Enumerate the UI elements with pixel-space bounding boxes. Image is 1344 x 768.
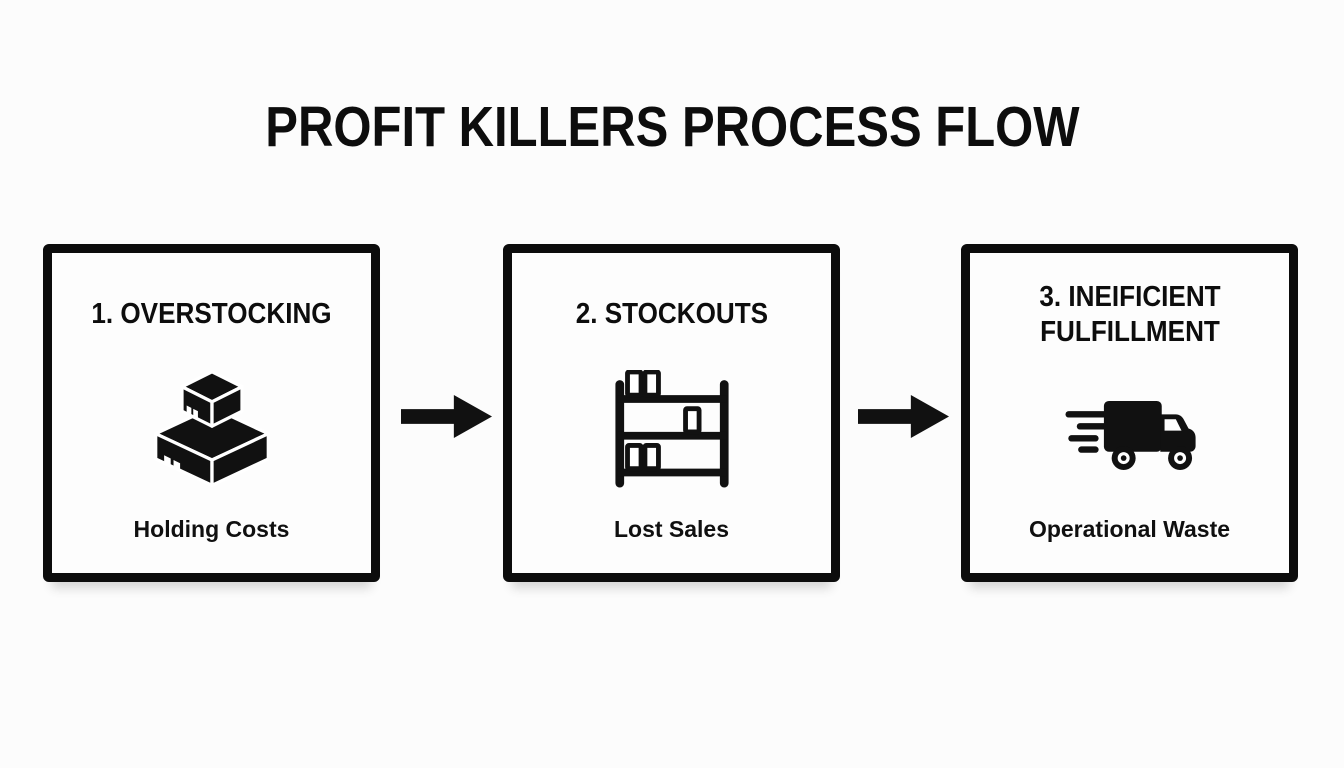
step-heading-text: 1. OVERSTOCKING bbox=[91, 298, 332, 331]
shelf-icon bbox=[614, 370, 729, 488]
step-icon-wrap bbox=[970, 363, 1289, 495]
step-box-inefficient-fulfillment: 3. INEIFICIENT FULFILLMENT bbox=[961, 244, 1298, 582]
step-icon-wrap bbox=[52, 363, 371, 495]
step-caption-text: Operational Waste bbox=[1028, 515, 1231, 542]
step-heading-text: 2. STOCKOUTS bbox=[575, 298, 768, 331]
step-icon-wrap bbox=[512, 363, 831, 495]
step-caption: Holding Costs bbox=[52, 511, 371, 547]
step-box-stockouts: 2. STOCKOUTS L bbox=[503, 244, 840, 582]
step-box-overstocking: 1. OVERSTOCKING bbox=[43, 244, 380, 582]
step-caption: Lost Sales bbox=[512, 511, 831, 547]
stacked-boxes-icon bbox=[153, 370, 270, 487]
arrow-right-icon bbox=[858, 394, 950, 439]
step-heading: 2. STOCKOUTS bbox=[512, 279, 831, 351]
step-caption: Operational Waste bbox=[970, 511, 1289, 547]
step-heading: 1. OVERSTOCKING bbox=[52, 279, 371, 351]
step-heading: 3. INEIFICIENT FULFILLMENT bbox=[970, 279, 1289, 351]
flow-connector bbox=[858, 393, 950, 445]
flow-connector bbox=[401, 393, 493, 445]
step-caption-text: Holding Costs bbox=[133, 515, 290, 542]
step-caption-text: Lost Sales bbox=[613, 515, 730, 542]
page-title-text: PROFIT KILLERS PROCESS FLOW bbox=[264, 95, 1080, 159]
step-heading-text: 3. INEIFICIENT FULFILLMENT bbox=[1038, 280, 1221, 348]
delivery-truck-icon bbox=[1064, 400, 1196, 470]
arrow-right-icon bbox=[401, 394, 493, 439]
page-title: PROFIT KILLERS PROCESS FLOW bbox=[0, 96, 1344, 159]
